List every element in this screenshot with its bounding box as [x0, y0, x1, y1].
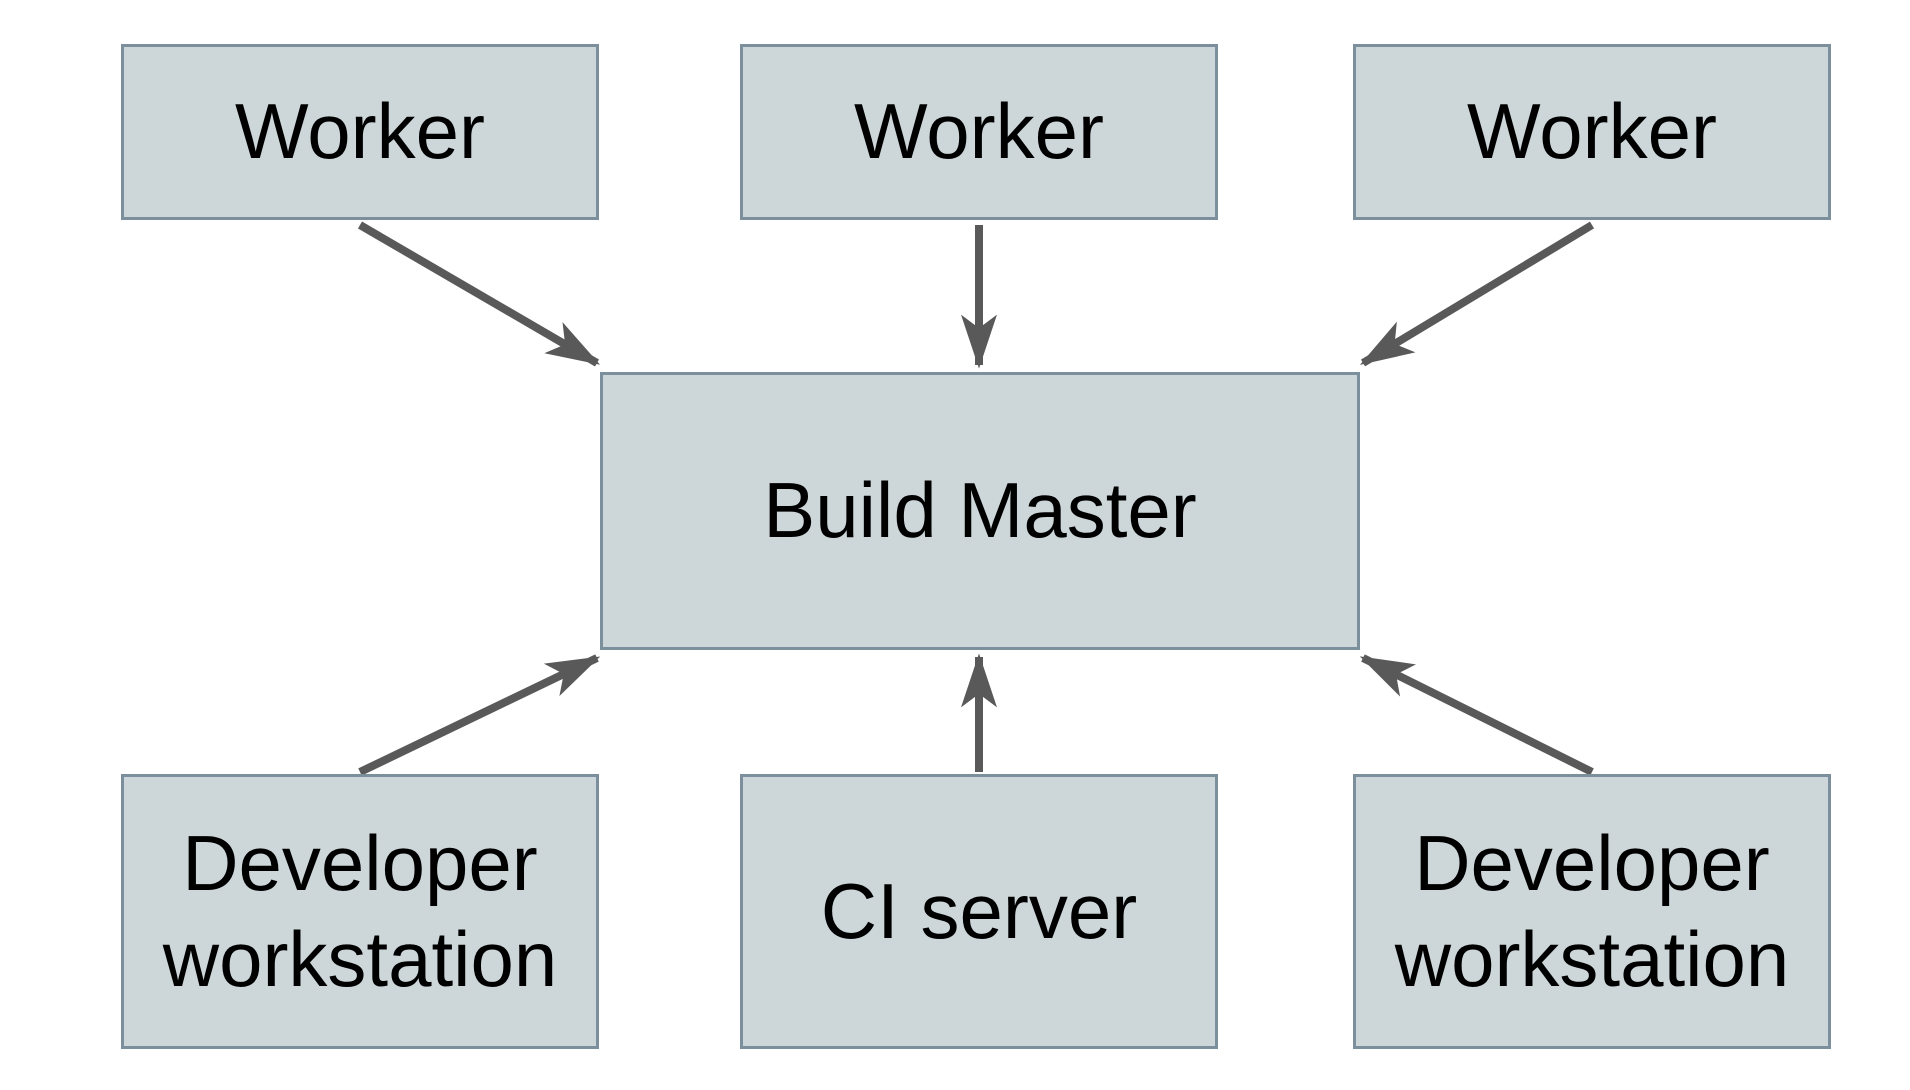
node-developer-workstation-1-label: Developer workstation [162, 819, 558, 1003]
node-ci-server-label: CI server [820, 866, 1138, 955]
node-worker-3: Worker [1353, 44, 1831, 220]
node-worker-3-label: Worker [1467, 87, 1717, 176]
node-build-master: Build Master [600, 372, 1360, 650]
node-developer-workstation-2: Developer workstation [1353, 774, 1831, 1049]
arrow-devworkstation2-to-buildmaster [1359, 654, 1594, 776]
node-ci-server: CI server [740, 774, 1218, 1049]
node-worker-1-label: Worker [235, 87, 485, 176]
node-build-master-label: Build Master [763, 466, 1197, 555]
node-worker-2: Worker [740, 44, 1218, 220]
node-developer-workstation-1: Developer workstation [121, 774, 599, 1049]
node-worker-2-label: Worker [854, 87, 1104, 176]
arrow-devworkstation1-to-buildmaster [358, 654, 601, 776]
node-developer-workstation-2-label: Developer workstation [1394, 819, 1790, 1003]
arrow-worker3-to-buildmaster [1359, 221, 1595, 367]
node-worker-1: Worker [121, 44, 599, 220]
arrow-worker1-to-buildmaster [357, 221, 601, 367]
